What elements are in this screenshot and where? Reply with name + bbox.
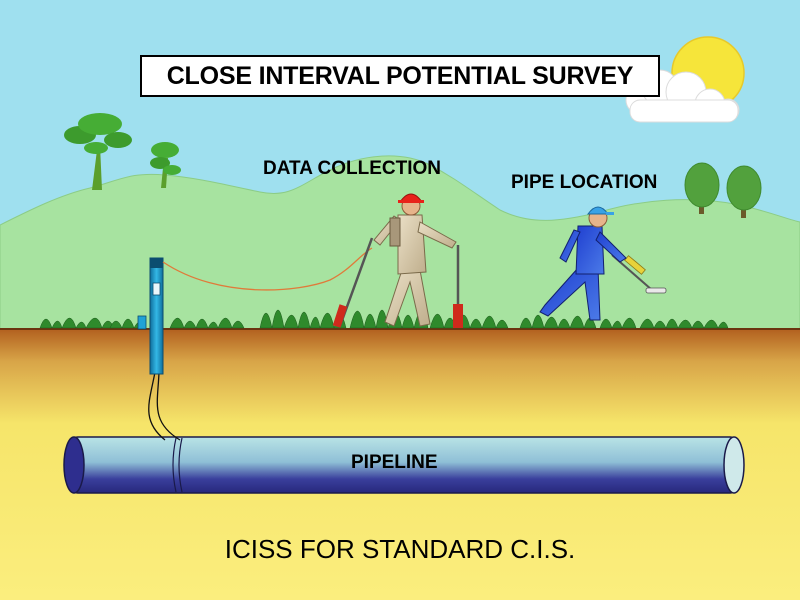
trailing-wire — [162, 247, 373, 291]
tree-icon — [684, 162, 720, 214]
tree-icon — [726, 165, 762, 218]
surveyor-icon — [332, 193, 463, 328]
diagram-title: CLOSE INTERVAL POTENTIAL SURVEY — [166, 61, 634, 90]
label-data-collection: DATA COLLECTION — [263, 158, 442, 179]
test-post-icon — [137, 257, 181, 441]
pipe-locator-icon — [645, 287, 667, 294]
surveyor-icon — [539, 206, 667, 321]
label-pipeline: PIPELINE — [351, 452, 438, 473]
pipeline-icon — [63, 436, 745, 494]
caption: ICISS FOR STANDARD C.I.S. — [224, 534, 576, 564]
cloud-icon — [625, 69, 740, 123]
title-box: CLOSE INTERVAL POTENTIAL SURVEY — [140, 55, 660, 97]
tree-icon — [64, 113, 132, 190]
tree-icon — [150, 142, 181, 188]
grass-icon — [39, 309, 729, 329]
label-pipe-location: PIPE LOCATION — [511, 172, 658, 193]
